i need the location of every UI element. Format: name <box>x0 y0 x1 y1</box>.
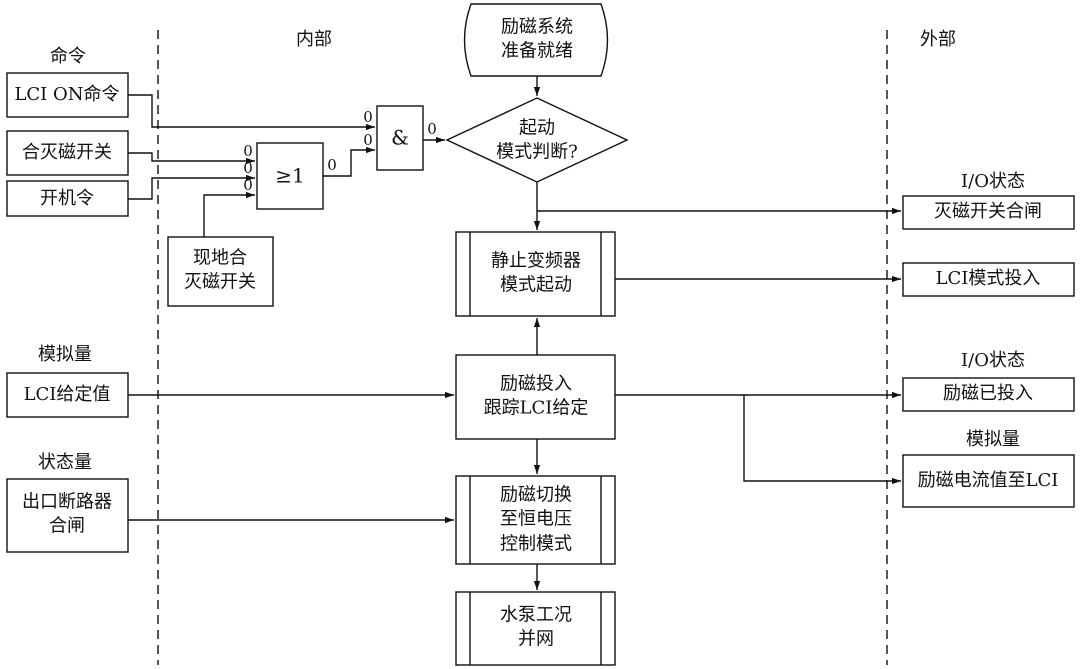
close-breaker-to-or <box>128 152 255 165</box>
status-left-label: 状态量 <box>38 451 92 473</box>
switch-label: 励磁切换至恒电压控制模式 <box>500 484 572 555</box>
breaker-closed-label: 灭磁开关合闸 <box>934 200 1042 222</box>
local-close-to-or <box>203 191 255 237</box>
sfc-start-label: 静止变频器模式起动 <box>491 250 581 296</box>
lci-mode-box <box>902 262 1075 297</box>
exc-on-box <box>902 377 1075 412</box>
exc-on-label: 励磁已投入 <box>943 382 1033 404</box>
analog-left-label: 模拟量 <box>38 343 92 365</box>
start-cmd-label: 开机令 <box>40 187 94 209</box>
track-label: 励磁投入跟踪LCI给定 <box>483 373 589 419</box>
track-box <box>455 354 616 440</box>
decision-label: 起动模式判断? <box>496 117 578 163</box>
lci-on-to-and <box>128 94 375 131</box>
lci-mode-label: LCI模式投入 <box>935 267 1041 289</box>
ready-terminal <box>463 3 609 77</box>
start-cmd-to-or <box>128 174 255 200</box>
signal-level-or-in1: 0 <box>243 141 253 160</box>
io-status-label-1: I/O状态 <box>961 170 1025 192</box>
local-close-box <box>167 236 274 307</box>
switch-box <box>455 475 616 565</box>
signal-level-or-in2: 0 <box>243 158 253 177</box>
signal-level-and-out: 0 <box>427 119 437 138</box>
breaker-closed-box <box>902 195 1075 230</box>
or-gate-symbol: ≥1 <box>275 163 305 188</box>
outlet-breaker-label: 出口断路器合闸 <box>22 491 112 537</box>
lci-on-box <box>6 72 129 118</box>
grid-label: 水泵工况并网 <box>500 604 572 650</box>
signal-level-and-in1: 0 <box>363 107 373 126</box>
or-to-and <box>323 146 375 177</box>
signal-level-or-in3: 0 <box>243 175 253 194</box>
analog-right-label: 模拟量 <box>966 428 1020 450</box>
close-breaker-box <box>6 130 129 176</box>
current-to-lci-box <box>902 454 1075 508</box>
and-gate <box>376 105 424 171</box>
current-to-lci-label: 励磁电流值至LCI <box>917 469 1059 491</box>
or-gate <box>256 142 324 210</box>
outlet-breaker-box <box>6 478 129 553</box>
and-gate-symbol: & <box>391 125 409 150</box>
internal-section-label: 内部 <box>296 28 332 50</box>
grid-box <box>455 591 616 666</box>
start-cmd-box <box>6 180 129 217</box>
signal-level-and-in2: 0 <box>363 130 373 149</box>
local-close-label: 现地合灭磁开关 <box>184 247 256 293</box>
signal-level-or-out: 0 <box>327 155 337 174</box>
track-to-current <box>743 395 901 485</box>
io-status-label-2: I/O状态 <box>961 349 1025 371</box>
lci-on-label: LCI ON命令 <box>14 83 120 105</box>
lci-setpoint-label: LCI给定值 <box>23 383 111 405</box>
ready-terminal-label: 励磁系统准备就绪 <box>501 16 573 62</box>
external-section-label: 外部 <box>920 28 956 50</box>
close-breaker-label: 合灭磁开关 <box>22 141 112 163</box>
sfc-start-box <box>455 231 616 317</box>
command-group-label: 命令 <box>50 45 86 67</box>
